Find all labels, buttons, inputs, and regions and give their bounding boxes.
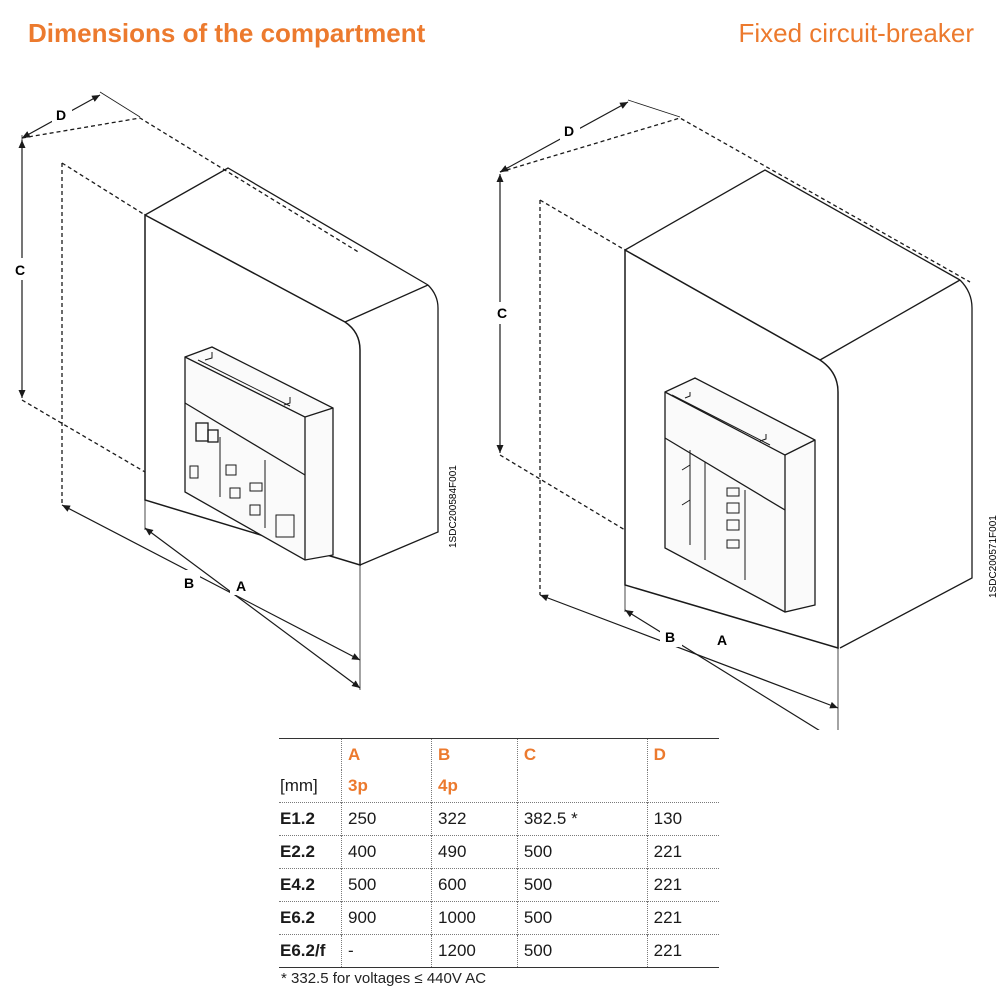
table-header-cell bbox=[279, 738, 342, 770]
right-label-d: D bbox=[564, 123, 574, 139]
table-cell: 500 bbox=[340, 868, 432, 902]
table-cell: E1.2 bbox=[279, 802, 342, 836]
table-cell: E6.2/f bbox=[279, 934, 342, 968]
table-header-cell: D bbox=[646, 738, 719, 770]
table-cell: 500 bbox=[516, 835, 648, 869]
compartment-diagrams: D C B A 1SDC200584F001 bbox=[8, 91, 999, 730]
page-title: Dimensions of the compartment bbox=[28, 18, 426, 48]
right-label-b: B bbox=[665, 629, 675, 645]
table-cell: E4.2 bbox=[279, 868, 342, 902]
page-subtitle: Fixed circuit-breaker bbox=[738, 18, 974, 48]
table-header-cell: 3p bbox=[340, 770, 432, 803]
table-cell: 400 bbox=[340, 835, 432, 869]
table-cell: 500 bbox=[516, 901, 648, 935]
table-cell: 490 bbox=[431, 835, 518, 869]
table-cell: 1200 bbox=[431, 934, 518, 968]
right-drawing-code: 1SDC200571F001 bbox=[988, 515, 999, 598]
table-cell: - bbox=[340, 934, 432, 968]
table-cell: 250 bbox=[340, 802, 432, 836]
table-header-cell: B bbox=[431, 738, 518, 770]
table-cell: 322 bbox=[431, 802, 518, 836]
table-header-cell: C bbox=[516, 738, 648, 770]
left-label-a: A bbox=[236, 578, 246, 594]
left-label-b: B bbox=[184, 575, 194, 591]
right-compartment-drawing: D C B A 1SDC200571F001 bbox=[492, 99, 999, 730]
right-label-c: C bbox=[497, 305, 507, 321]
table-row: E6.2/f - 1200 500 221 bbox=[279, 934, 719, 968]
table-header-row: A B C D bbox=[279, 738, 719, 770]
table-cell: 1000 bbox=[431, 901, 518, 935]
table-cell: 382.5 * bbox=[516, 802, 648, 836]
table-cell: 221 bbox=[646, 868, 719, 902]
table-header-cell bbox=[516, 770, 648, 803]
table-row: E2.2 400 490 500 221 bbox=[279, 835, 719, 869]
table-header-row: [mm] 3p 4p bbox=[279, 770, 719, 803]
table-header-cell: 4p bbox=[431, 770, 518, 803]
right-label-a: A bbox=[717, 632, 727, 648]
table-cell: 130 bbox=[646, 802, 719, 836]
table-header-cell: A bbox=[340, 738, 432, 770]
table-cell: E6.2 bbox=[279, 901, 342, 935]
dimensions-table: A B C D [mm] 3p 4p E1.2 250 322 382.5 * … bbox=[279, 738, 719, 968]
table-cell: 500 bbox=[516, 868, 648, 902]
table-row: E4.2 500 600 500 221 bbox=[279, 868, 719, 902]
left-label-d: D bbox=[56, 107, 66, 123]
table-cell: 221 bbox=[646, 934, 719, 968]
table-cell: E2.2 bbox=[279, 835, 342, 869]
table-cell: 600 bbox=[431, 868, 518, 902]
table-row: E1.2 250 322 382.5 * 130 bbox=[279, 802, 719, 836]
left-compartment-drawing: D C B A 1SDC200584F001 bbox=[8, 91, 459, 690]
table-header-cell bbox=[646, 770, 719, 803]
table-row: E6.2 900 1000 500 221 bbox=[279, 901, 719, 935]
table-footnote: * 332.5 for voltages ≤ 440V AC bbox=[281, 970, 487, 987]
table-cell: 221 bbox=[646, 835, 719, 869]
left-label-c: C bbox=[15, 262, 25, 278]
table-cell: 221 bbox=[646, 901, 719, 935]
table-cell: 500 bbox=[516, 934, 648, 968]
table-unit-cell: [mm] bbox=[280, 776, 318, 795]
table-cell: 900 bbox=[340, 901, 432, 935]
left-drawing-code: 1SDC200584F001 bbox=[448, 465, 459, 548]
